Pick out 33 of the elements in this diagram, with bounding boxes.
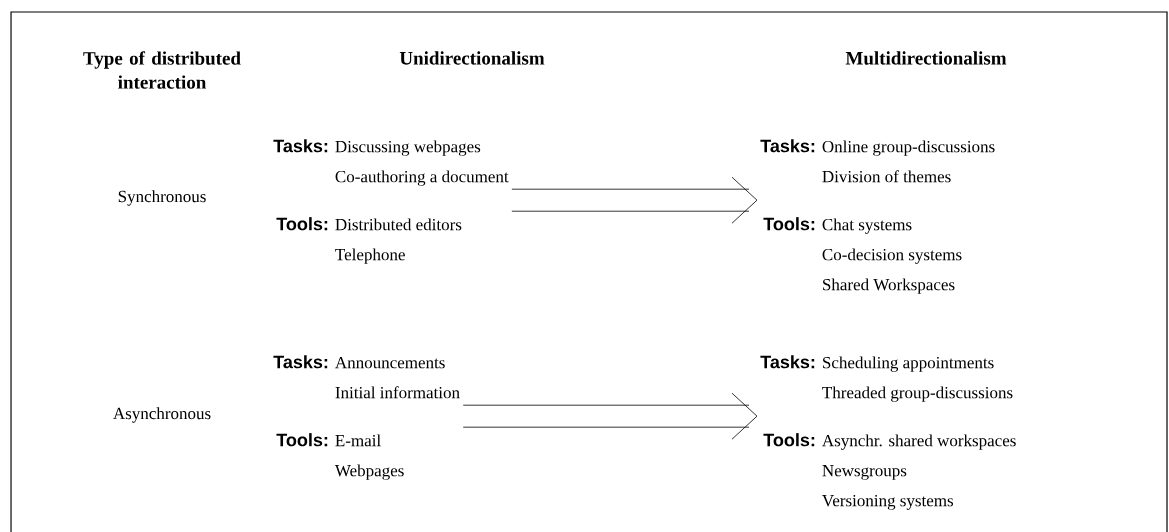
category-heading: Tools: bbox=[763, 433, 815, 447]
column-heading: Type of distributed interaction bbox=[83, 51, 241, 89]
list-item: Chat systems bbox=[822, 218, 912, 234]
list-item: Webpages bbox=[334, 464, 404, 480]
list-item: Announcements bbox=[335, 356, 445, 369]
list-item: Co-decision systems bbox=[822, 248, 962, 264]
column-heading: Multidirectionalism bbox=[845, 51, 1007, 65]
category-heading: Tasks: bbox=[760, 355, 815, 369]
double-arrow bbox=[511, 176, 758, 224]
list-item: Discussing webpages bbox=[335, 140, 481, 156]
category-heading: Tasks: bbox=[760, 139, 815, 153]
list-item: Distributed editors bbox=[335, 218, 462, 231]
list-item: Threaded group-discussions bbox=[822, 386, 1013, 402]
list-item: Versioning systems bbox=[822, 494, 954, 510]
list-item: Co-authoring a document bbox=[335, 170, 509, 186]
row-label: Asynchronous bbox=[113, 407, 211, 423]
list-item: E-mail bbox=[335, 434, 381, 447]
list-item: Scheduling appointments bbox=[823, 356, 994, 372]
list-item: Online group-discussions bbox=[822, 140, 995, 156]
category-heading: Tasks: bbox=[273, 355, 328, 369]
row-label: Synchronous bbox=[118, 190, 206, 206]
list-item: Asynchr. shared workspaces bbox=[822, 434, 1016, 450]
list-item: Initial information bbox=[335, 386, 460, 399]
double-arrow bbox=[462, 392, 758, 440]
category-heading: Tasks: bbox=[273, 139, 328, 153]
list-item: Division of themes bbox=[822, 170, 951, 183]
category-heading: Tools: bbox=[276, 433, 328, 447]
list-item: Shared Workspaces bbox=[823, 278, 955, 294]
list-item: Telephone bbox=[335, 248, 405, 264]
category-heading: Tools: bbox=[763, 217, 815, 231]
category-heading: Tools: bbox=[276, 217, 328, 231]
column-heading: Unidirectionalism bbox=[399, 51, 545, 65]
list-item: Newsgroups bbox=[822, 465, 907, 480]
